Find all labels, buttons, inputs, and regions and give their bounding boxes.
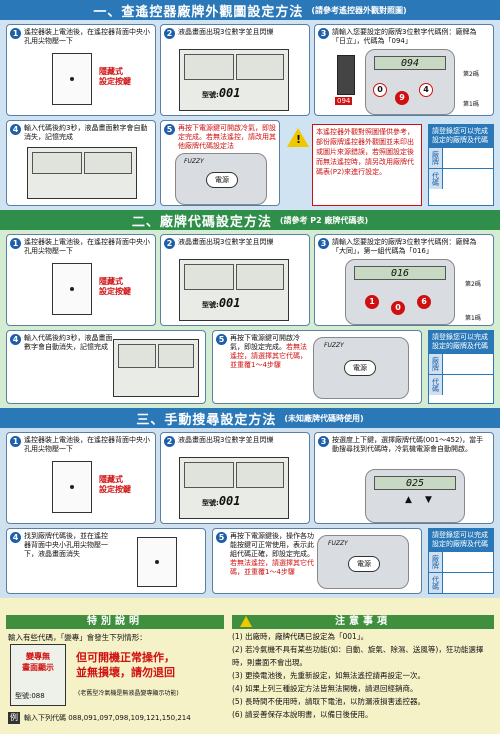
down-arrow-icon[interactable]: ▼ [425, 495, 432, 505]
key-1[interactable]: 1 [365, 295, 379, 309]
section1-header: 一、查遙控器廠牌外觀圖設定方法(請參考遙控器外觀對照圖) [0, 0, 500, 20]
power-button[interactable]: 電源 [344, 360, 376, 376]
caution-list: (1) 出廠時，廠牌代碼已設定為「001」。 (2) 若冷氣機不具有某些功能(如… [232, 632, 484, 719]
s1-step1-text: 遙控器裝上電池後，在遙控器背面中央小孔用尖物壓一下 [24, 28, 150, 45]
key-4[interactable]: 4 [419, 83, 433, 97]
section3-header: 三、手動搜尋設定方法(未知廠牌代碼時使用) [0, 408, 500, 428]
serial-readout: 型號:001 [202, 86, 241, 100]
up-arrow-icon[interactable]: ▲ [405, 495, 412, 505]
code-tag: 094 [335, 97, 353, 105]
s3-step5: 5 再按下電源鍵後，操作各功能按鍵可正常使用，表示此組代碼正確，即設定完成。若無… [212, 528, 422, 594]
key-0[interactable]: 0 [373, 83, 387, 97]
remote-display: 094 [374, 56, 446, 70]
power-button[interactable]: 電源 [348, 556, 380, 572]
special-title: 特別說明 [6, 615, 224, 629]
hidden-reset-hole [52, 53, 92, 105]
key-0[interactable]: 0 [391, 301, 405, 315]
power-button[interactable]: 電源 [206, 172, 238, 188]
remote-control: 094 [365, 49, 455, 115]
brand-remote-image [337, 55, 355, 95]
lcd-screen: 型號:001 [179, 49, 289, 111]
key-9[interactable]: 9 [395, 91, 409, 105]
warning-icon: ! [287, 128, 309, 147]
caution-title: 注意事項 [232, 615, 494, 629]
s1-record-box: 請登錄您可以完成設定的廠牌及代碼 廠牌 代碼 [428, 124, 494, 206]
s3-record-box: 請登錄您可以完成設定的廠牌及代碼 廠牌 代碼 [428, 528, 494, 594]
lcd-example: 變專無 畫面顯示 型號:088 [10, 644, 66, 706]
caution-icon [240, 616, 252, 627]
s1-warning: 本遙控器外觀對照圖僅供參考，部份廠牌遙控器外觀圖並未印出或圖片來源錯誤，若照圖設… [312, 124, 422, 206]
s2-step5: 5 再按下電源鍵可開啟冷氣，即設定完成。若無法遙控，請選擇其它代碼，並重覆1～4… [212, 330, 422, 404]
key-6[interactable]: 6 [417, 295, 431, 309]
section2-header: 二、廠牌代碼設定方法(請參考 P2 廠牌代碼表) [0, 210, 500, 230]
s2-record-box: 請登錄您可以完成設定的廠牌及代碼 廠牌 代碼 [428, 330, 494, 404]
